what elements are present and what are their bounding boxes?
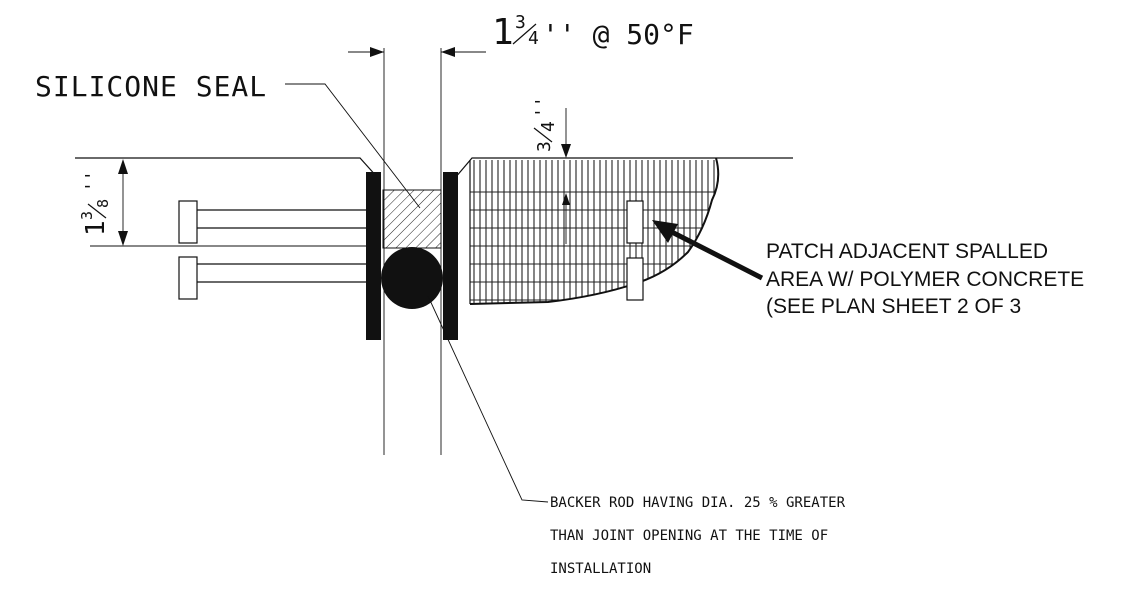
left-armor-plate xyxy=(366,172,381,340)
right-armor-plate xyxy=(443,172,458,340)
backer-note-line-1: BACKER ROD HAVING DIA. 25 % GREATER xyxy=(550,495,846,511)
svg-text:3: 3 xyxy=(78,211,96,220)
silicone-seal-leader xyxy=(285,83,421,209)
joint-width-tail: '' @ 50°F xyxy=(542,18,694,51)
polymer-concrete-patch xyxy=(470,160,719,304)
patch-note-line-3: (SEE PLAN SHEET 2 OF 3 xyxy=(766,295,1021,318)
silicone-seal-label: SILICONE SEAL xyxy=(35,70,267,103)
right-anchor-head-upper xyxy=(626,200,644,244)
backer-note-line-2: THAN JOINT OPENING AT THE TIME OF xyxy=(550,528,828,544)
joint-width-frac-num: 3 xyxy=(515,12,526,33)
svg-text:3: 3 xyxy=(534,141,555,152)
svg-text:8: 8 xyxy=(94,199,112,208)
joint-width-arrowhead-left xyxy=(370,47,384,57)
deck-surface-left xyxy=(75,157,379,179)
left-anchor-head-lower xyxy=(178,256,198,300)
joint-width-arrowhead-right xyxy=(441,47,455,57)
joint-width-frac-bar xyxy=(512,23,537,45)
backer-rod-leader xyxy=(427,295,549,503)
recess-dimension-label: 3 4 '' xyxy=(532,96,559,152)
backer-note-line-3: INSTALLATION xyxy=(550,561,651,577)
svg-text:4: 4 xyxy=(538,121,559,132)
svg-text:1: 1 xyxy=(81,220,111,236)
patch-internal-arrowhead xyxy=(562,193,570,205)
patch-callout-arrowhead xyxy=(652,220,678,243)
svg-text:'': '' xyxy=(82,170,103,192)
right-anchor-head-lower xyxy=(626,257,644,301)
patch-note-line-1: PATCH ADJACENT SPALLED xyxy=(766,240,1048,263)
patch-spall-outline xyxy=(469,157,720,305)
seal-depth-arrowhead-top xyxy=(118,159,128,174)
joint-width-frac-den: 4 xyxy=(528,28,539,49)
left-anchor-head-upper xyxy=(178,200,198,244)
patch-note-line-2: AREA W/ POLYMER CONCRETE xyxy=(766,268,1084,291)
svg-text:'': '' xyxy=(532,96,553,118)
backer-rod xyxy=(381,247,443,309)
deck-surface-right xyxy=(454,157,793,179)
silicone-seal-hatch xyxy=(382,189,442,249)
seal-depth-label: 1 3 8 '' xyxy=(78,170,112,236)
patch-callout-arrow-shaft xyxy=(660,224,764,281)
joint-width-whole: 1 xyxy=(492,12,514,53)
seal-depth-arrowhead-bottom xyxy=(118,231,128,246)
recess-dimension-arrowhead xyxy=(561,144,571,158)
